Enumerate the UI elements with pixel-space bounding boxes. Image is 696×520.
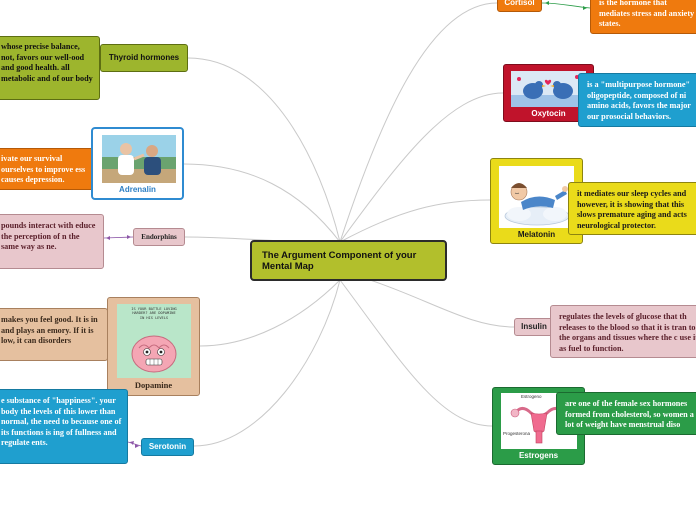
link-melatonin bbox=[339, 199, 491, 243]
topic-oxytocin-label: Oxytocin bbox=[531, 109, 566, 118]
topic-melatonin-label: Melatonin bbox=[517, 230, 556, 239]
topic-cortisol[interactable]: Cortisol bbox=[497, 0, 542, 12]
link-cortisol bbox=[339, 2, 498, 243]
cortisol-note[interactable]: is the hormone that mediates stress and … bbox=[590, 0, 696, 34]
sub-link-cortisol bbox=[541, 2, 591, 9]
link-serotonin bbox=[193, 279, 341, 447]
topic-endorphins[interactable]: Endorphins bbox=[133, 228, 185, 246]
link-insulin bbox=[369, 279, 515, 328]
melatonin-note[interactable]: it mediates our sleep cycles and however… bbox=[568, 182, 696, 235]
sleeping-man-cartoon bbox=[499, 166, 574, 228]
double-arrow-icon bbox=[545, 1, 587, 10]
arrow-head-endorphins-end bbox=[127, 235, 131, 239]
link-oxytocin bbox=[339, 92, 504, 243]
serotonin-note[interactable]: e substance of "happiness". your body th… bbox=[0, 389, 128, 464]
dopamine-cartoon: IS YOUR BATTLE LOVING HARDER? ARE DOPAMI… bbox=[117, 304, 191, 378]
uterus-label-top: Estrogeno bbox=[521, 394, 542, 399]
link-estrogens bbox=[339, 279, 493, 427]
topic-dopamine-label: Dopamine bbox=[134, 380, 173, 390]
arrow-head-serotonin-end bbox=[135, 444, 139, 448]
adrenalin-note[interactable]: ivate our survival ourselves to improve … bbox=[0, 148, 100, 190]
arrow-head-endorphins bbox=[106, 236, 110, 240]
central-topic[interactable]: The Argument Component of your Mental Ma… bbox=[250, 240, 447, 281]
topic-insulin[interactable]: Insulin bbox=[514, 318, 554, 336]
oxytocin-bird-illustration bbox=[511, 71, 586, 107]
topic-dopamine[interactable]: IS YOUR BATTLE LOVING HARDER? ARE DOPAMI… bbox=[107, 297, 200, 396]
topic-serotonin[interactable]: Serotonin bbox=[141, 438, 194, 456]
dopamine-note[interactable]: makes you feel good. It is in and plays … bbox=[0, 308, 108, 361]
link-thyroid bbox=[187, 57, 341, 243]
arrow-head-serotonin bbox=[130, 441, 134, 445]
person-photo bbox=[102, 135, 176, 183]
dopamine-image-caption: IS YOUR BATTLE LOVING HARDER? ARE DOPAMI… bbox=[131, 307, 177, 320]
estrogens-note[interactable]: are one of the female sex hormones forme… bbox=[556, 392, 696, 435]
thyroid-note[interactable]: whose precise balance, not, favors our w… bbox=[0, 36, 100, 100]
topic-melatonin[interactable]: Melatonin bbox=[490, 158, 583, 244]
sub-link-serotonin bbox=[127, 441, 142, 447]
link-dopamine bbox=[199, 279, 341, 347]
topic-estrogens-label: Estrogens bbox=[518, 451, 559, 460]
topic-adrenalin[interactable]: Adrenalin bbox=[91, 127, 184, 200]
oxytocin-note[interactable]: is a "multipurpose hormone" oligopeptide… bbox=[578, 73, 696, 127]
topic-thyroid-hormones[interactable]: Thyroid hormones bbox=[100, 44, 188, 72]
insulin-note[interactable]: regulates the levels of glucose that th … bbox=[550, 305, 696, 358]
uterus-label-bottom: Progesterona bbox=[503, 431, 531, 436]
topic-adrenalin-label: Adrenalin bbox=[119, 185, 156, 194]
endorphins-note[interactable]: pounds interact with educe the perceptio… bbox=[0, 214, 104, 269]
link-adrenalin bbox=[183, 163, 341, 243]
